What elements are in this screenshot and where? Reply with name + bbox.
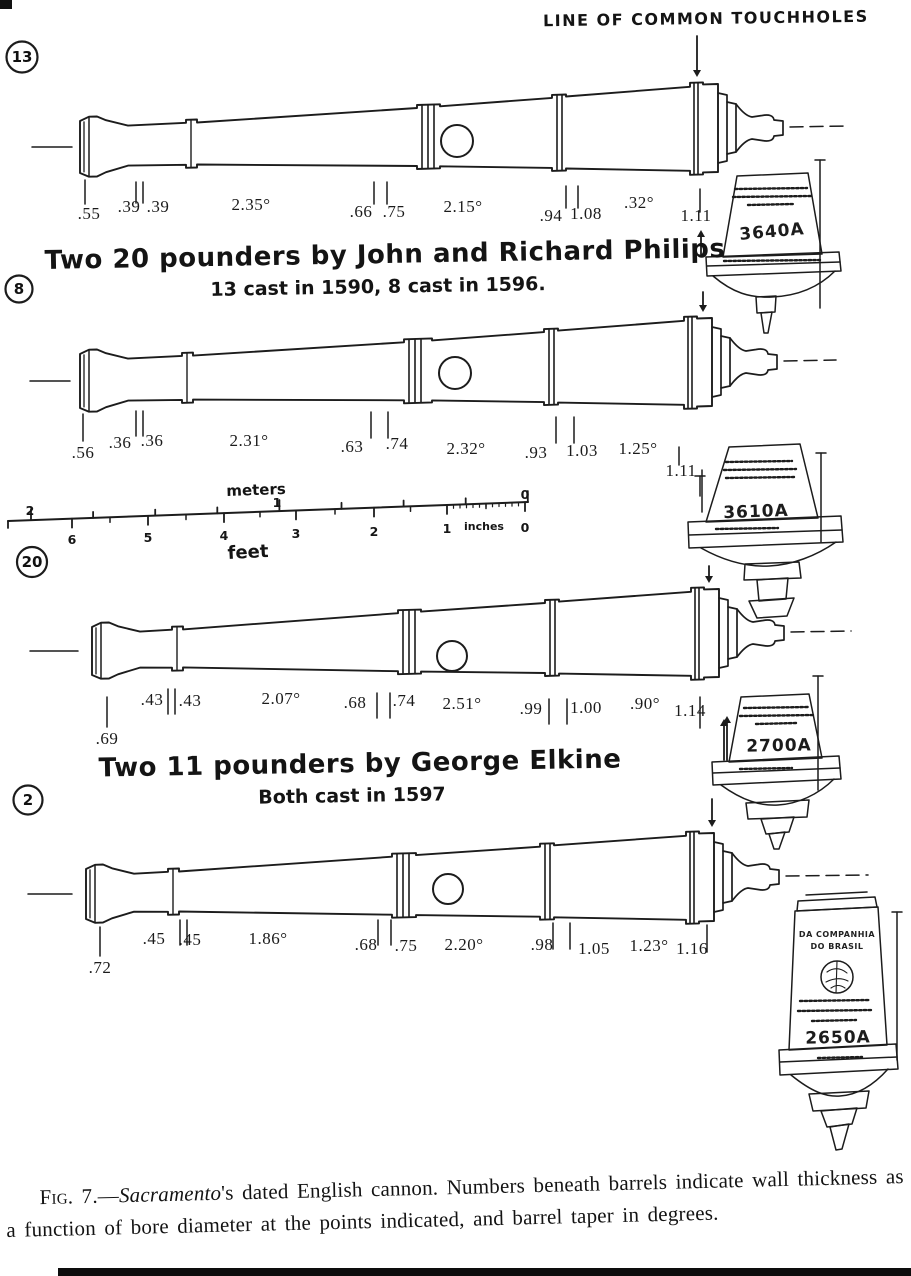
measurement-value: .98 (530, 935, 554, 954)
scale-tick-label: 6 (67, 532, 77, 547)
measurement-value: .63 (340, 437, 364, 456)
scale-tick-label: 1 (272, 495, 282, 510)
cannon-drawing-13 (31, 81, 848, 178)
scale-tick-label: 1 (442, 521, 452, 536)
scale-bar (7, 490, 529, 529)
scale-feet-label: feet (227, 540, 269, 565)
catalog-number-badge: 2 (22, 791, 34, 809)
scale-inches-label: inches (464, 520, 504, 533)
scale-tick-label: 0 (520, 520, 530, 535)
measurement-value: 1.08 (570, 204, 602, 223)
measurement-value: .74 (392, 691, 416, 710)
catalog-number-badge: 20 (21, 553, 43, 571)
dimension-annotations (4, 35, 903, 1061)
measurement-value: .43 (140, 690, 164, 709)
measurement-value: .32° (623, 193, 655, 212)
measurement-value: .68 (354, 935, 378, 954)
measurement-value: 1.00 (570, 698, 602, 717)
measurement-value: 1.23° (629, 936, 669, 955)
measurement-value: .36 (140, 431, 164, 450)
cascabel-label: 2700A (746, 735, 812, 757)
measurement-value: .75 (382, 202, 406, 221)
measurement-value: .93 (524, 443, 548, 462)
measurement-value: .99 (519, 699, 543, 718)
measurement-value: 2.20° (444, 935, 484, 954)
group-title: Two 20 pounders by John and Richard Phil… (44, 234, 726, 276)
cascabel-detail-2700A (711, 693, 842, 850)
catalog-number-badge: 13 (11, 48, 33, 66)
measurement-value: .72 (88, 958, 112, 977)
touchhole-header-label: LINE OF COMMON TOUCHHOLES (542, 6, 869, 31)
measurement-value: .36 (108, 433, 132, 452)
cascabel-detail-3610A (687, 443, 844, 619)
measurement-value: .45 (142, 929, 166, 948)
measurement-value: 2.07° (261, 689, 301, 708)
figure-caption: Fig. 7.—Sacramento's dated English canno… (5, 1161, 909, 1246)
scale-tick-label: 3 (291, 526, 301, 541)
measurement-value: .56 (71, 443, 95, 462)
caption-ship-name: Sacramento (118, 1180, 222, 1208)
measurement-value: 2.51° (442, 694, 482, 713)
measurement-value: 1.86° (248, 929, 288, 948)
measurement-value: .55 (77, 204, 101, 223)
cannon-drawing-20 (29, 586, 852, 681)
cascabel-detail-3640A (705, 172, 842, 334)
measurement-value: 1.11 (665, 461, 697, 480)
cannon-drawing-2 (27, 830, 869, 925)
cascabel-inscription: DA COMPANHIA (798, 930, 876, 939)
measurement-value: 1.11 (680, 206, 712, 225)
cascabel-label: 3610A (722, 500, 790, 524)
group-subtitle: Both cast in 1597 (258, 783, 446, 809)
cannon-drawing-8 (29, 315, 837, 413)
measurement-value: .66 (349, 202, 373, 221)
measurement-value: .45 (178, 930, 202, 949)
scale-tick-label: 0 (520, 487, 530, 502)
measurement-value: 1.16 (676, 939, 708, 958)
measurement-value: 1.03 (566, 441, 598, 460)
measurement-value: 1.14 (674, 701, 706, 720)
measurement-value: .75 (394, 936, 418, 955)
measurement-value: 2.35° (231, 195, 271, 214)
group-title: Two 11 pounders by George Elkine (98, 744, 622, 784)
measurement-value: .39 (146, 197, 170, 216)
measurement-value: .94 (539, 206, 563, 225)
measurement-value: .39 (117, 197, 141, 216)
measurement-value: .68 (343, 693, 367, 712)
cascabel-label: 3640A (738, 219, 806, 245)
cascabel-detail-2650A (778, 891, 899, 1151)
measurement-value: 1.05 (578, 939, 610, 958)
group-subtitle: 13 cast in 1590, 8 cast in 1596. (210, 273, 546, 301)
measurement-value: .90° (629, 694, 661, 713)
scale-tick-label: 2 (369, 524, 379, 539)
cascabel-inscription: DO BRASIL (810, 942, 864, 951)
catalog-number-badge: 8 (13, 280, 25, 298)
measurement-value: 1.25° (618, 439, 658, 458)
measurement-value: 2.32° (446, 439, 486, 458)
measurement-value: .43 (178, 691, 202, 710)
scale-tick-label: 2 (25, 503, 35, 518)
measurement-value: 2.31° (229, 431, 269, 450)
scale-tick-label: 5 (143, 530, 153, 545)
measurement-value: .74 (385, 434, 409, 453)
cascabel-label: 2650A (805, 1027, 871, 1049)
scale-tick-label: 4 (219, 528, 229, 543)
measurement-value: 2.15° (443, 197, 483, 216)
measurement-value: .69 (95, 729, 119, 748)
caption-fig-label: Fig. 7.— (39, 1183, 120, 1210)
